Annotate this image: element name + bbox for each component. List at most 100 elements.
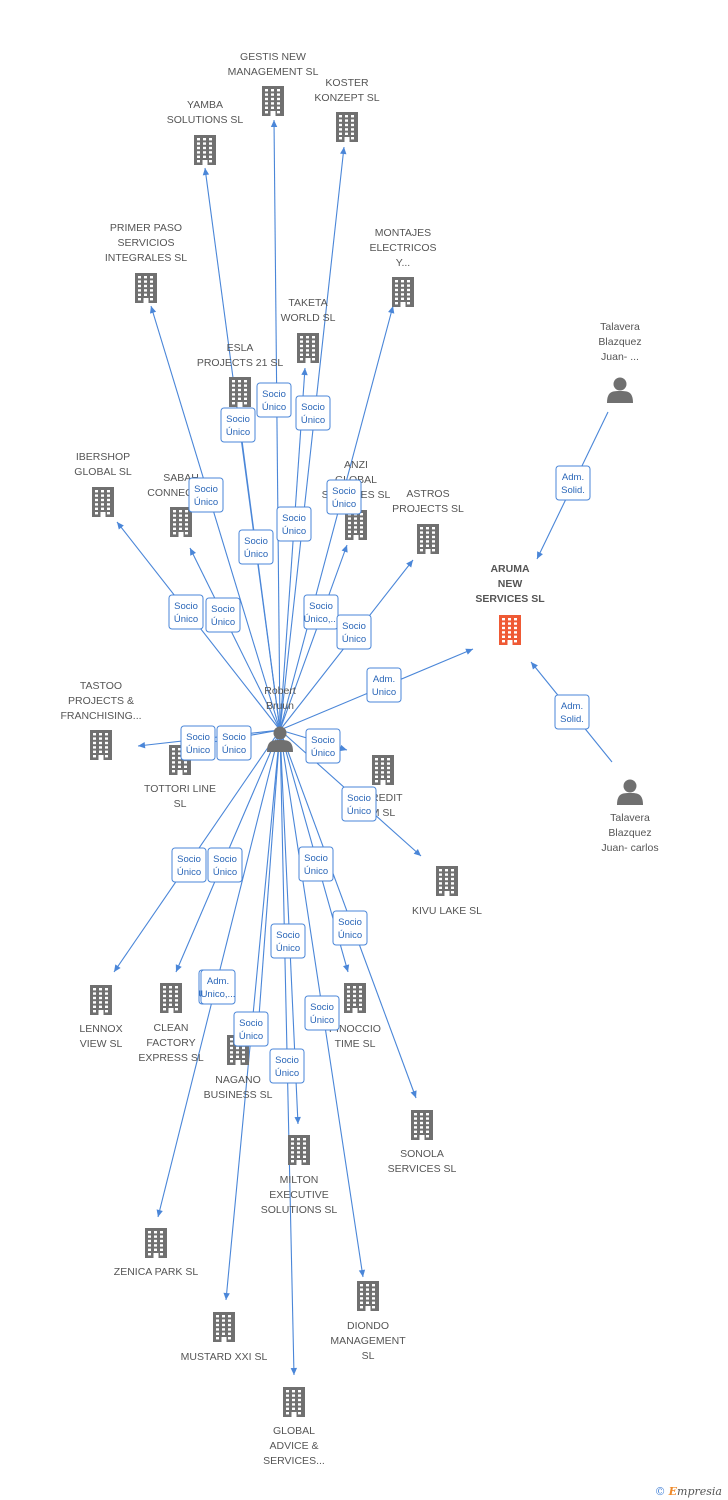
relation-badge-text: Socio xyxy=(282,513,306,524)
building-icon[interactable] xyxy=(213,1312,235,1342)
building-icon[interactable] xyxy=(344,983,366,1013)
building-icon[interactable] xyxy=(372,755,394,785)
building-icon[interactable] xyxy=(297,333,319,363)
relation-badge-text: Socio xyxy=(332,486,356,497)
relation-badge-text: Adm. xyxy=(561,701,583,712)
arrowhead-center-gestis xyxy=(270,120,278,128)
building-icon[interactable] xyxy=(90,730,112,760)
arrowhead-center-aruma xyxy=(465,648,473,655)
relation-badge-text: Único xyxy=(310,1015,334,1026)
building-icon[interactable] xyxy=(283,1387,305,1417)
arrowhead-center-sabah xyxy=(190,548,196,556)
diondo-label-line: SL xyxy=(362,1350,375,1362)
building-icon[interactable] xyxy=(92,487,114,517)
astros-label-line: ASTROS xyxy=(406,488,449,500)
edge-center-montajes xyxy=(279,305,394,731)
relation-badge[interactable]: Adm.Solid. xyxy=(555,465,591,501)
building-icon[interactable] xyxy=(145,1228,167,1258)
building-icon[interactable] xyxy=(262,86,284,116)
building-icon[interactable] xyxy=(229,377,251,407)
gestis-label-line: MANAGEMENT SL xyxy=(228,66,319,78)
milton-label-line: EXECUTIVE xyxy=(269,1189,329,1201)
arrowhead-center-primer xyxy=(149,306,157,314)
relation-badge-text: Único xyxy=(226,427,250,438)
milton-label-line: SOLUTIONS SL xyxy=(261,1204,338,1216)
relation-badge-text: Único xyxy=(194,497,218,508)
relation-badge-text: Socio xyxy=(194,484,218,495)
relation-badge-text: Unico,... xyxy=(201,989,236,1000)
relation-badge-text: Adm. xyxy=(207,976,229,987)
person-icon[interactable] xyxy=(617,779,643,806)
relation-badge-text: Socio xyxy=(262,389,286,400)
global-label-line: GLOBAL xyxy=(273,1425,315,1437)
edge-center-koster xyxy=(279,146,345,731)
building-icon[interactable] xyxy=(411,1110,433,1140)
relation-badge-text: Socio xyxy=(222,732,246,743)
arrowhead-center-koster xyxy=(340,147,347,155)
person-icon[interactable] xyxy=(267,726,293,753)
building-icon[interactable] xyxy=(417,524,439,554)
building-icon[interactable] xyxy=(288,1135,310,1165)
edge-center-gestis xyxy=(273,119,281,731)
building-icon[interactable] xyxy=(499,615,521,645)
nagano-label-line: NAGANO xyxy=(215,1074,261,1086)
building-icon[interactable] xyxy=(194,135,216,165)
taketa-label-line: TAKETA xyxy=(288,297,327,309)
person-icon[interactable] xyxy=(607,377,633,404)
arrowhead-center-credit xyxy=(339,744,347,752)
relation-badge-text: Socio xyxy=(311,735,335,746)
relation-badge[interactable]: Adm. Unico,... xyxy=(200,969,236,1005)
arrowhead-center-montajes xyxy=(388,306,395,314)
ibershop-label-line: IBERSHOP xyxy=(76,451,130,463)
arrowhead-center-tastoo xyxy=(138,742,146,749)
building-icon[interactable] xyxy=(90,985,112,1015)
relation-badge-text: Único xyxy=(239,1031,263,1042)
relation-badge-text: Socio xyxy=(309,601,333,612)
relation-badge[interactable]: Adm.Unico xyxy=(366,667,402,703)
building-icon[interactable] xyxy=(160,983,182,1013)
relation-badge-text: Socio xyxy=(211,604,235,615)
relation-badge-text: Socio xyxy=(174,601,198,612)
building-icon[interactable] xyxy=(436,866,458,896)
tottori-label-line: SL xyxy=(174,798,187,810)
building-icon[interactable] xyxy=(345,510,367,540)
building-icon[interactable] xyxy=(336,112,358,142)
building-icon[interactable] xyxy=(357,1281,379,1311)
arrowhead-center-kivu xyxy=(413,848,421,856)
relation-badge[interactable]: Adm.Solid. xyxy=(554,694,590,730)
relation-badge[interactable]: SocioÚnico,... xyxy=(303,594,339,630)
primer-label-line: SERVICIOS xyxy=(118,237,175,249)
tastoo-label-line: FRANCHISING... xyxy=(60,710,141,722)
sonola-label-line: SONOLA xyxy=(400,1148,444,1160)
tastoo-label-line: PROJECTS & xyxy=(68,695,134,707)
tastoo-label-line: TASTOO xyxy=(80,680,122,692)
building-icon[interactable] xyxy=(392,277,414,307)
building-icon[interactable] xyxy=(135,273,157,303)
building-icon[interactable] xyxy=(170,507,192,537)
aruma-label-line: ARUMA xyxy=(490,563,529,575)
